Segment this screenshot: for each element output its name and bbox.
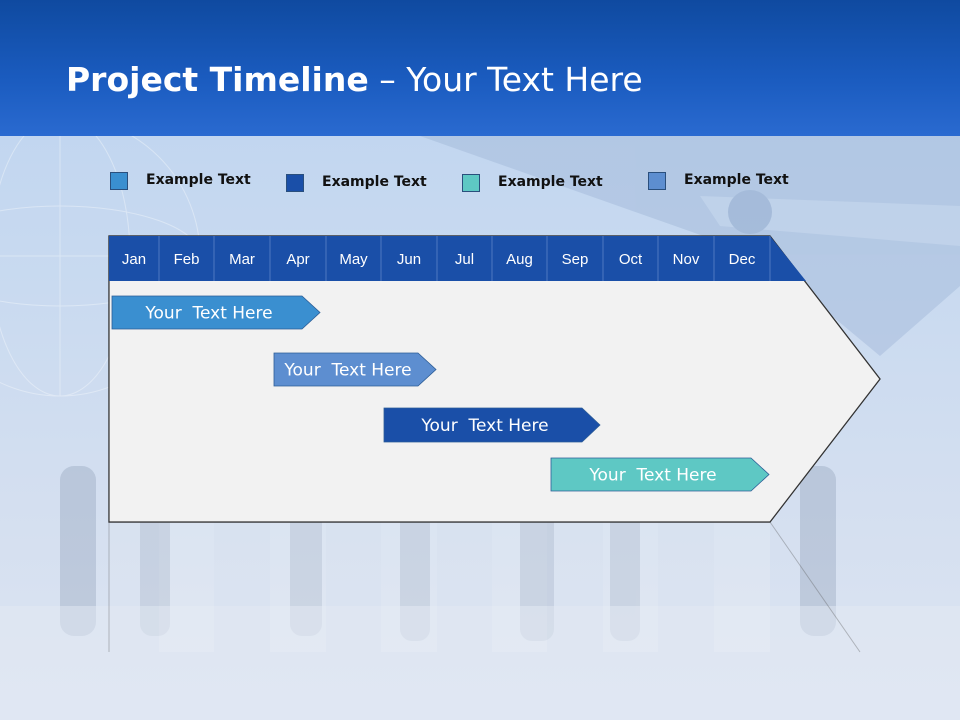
month-label-jun: Jun bbox=[397, 251, 421, 268]
legend-swatch-2 bbox=[286, 174, 304, 192]
reflection-column bbox=[159, 522, 214, 652]
month-label-apr: Apr bbox=[286, 251, 309, 268]
reflection-column bbox=[547, 522, 603, 652]
month-label-aug: Aug bbox=[506, 251, 533, 268]
month-label-oct: Oct bbox=[619, 251, 643, 268]
month-label-mar: Mar bbox=[229, 251, 255, 268]
month-header: Jan Feb Mar Apr May Jun Jul Aug Sep Oct Nov Dec bbox=[109, 236, 806, 281]
reflection-column bbox=[603, 522, 658, 652]
task-bar-label: Your Text Here bbox=[144, 304, 272, 324]
month-label-feb: Feb bbox=[174, 251, 200, 268]
task-bar-shape bbox=[550, 457, 770, 492]
legend-label-1: Example Text bbox=[146, 172, 251, 188]
timeline-reflection bbox=[108, 521, 861, 653]
month-header-band bbox=[109, 236, 806, 281]
legend-swatch-4 bbox=[648, 172, 666, 190]
month-label-jan: Jan bbox=[122, 251, 146, 268]
legend-label-4: Example Text bbox=[684, 172, 789, 188]
month-label-dec: Dec bbox=[729, 251, 756, 268]
title-rest: – Your Text Here bbox=[368, 60, 643, 99]
task-bar-1: Your Text Here bbox=[111, 295, 321, 330]
page-title: Project Timeline – Your Text Here bbox=[66, 60, 643, 99]
task-bar-label: Your Text Here bbox=[283, 361, 411, 381]
reflection-column bbox=[437, 522, 492, 652]
month-label-nov: Nov bbox=[673, 251, 700, 268]
legend-swatch-3 bbox=[462, 174, 480, 192]
task-bar-label: Your Text Here bbox=[588, 466, 716, 486]
month-label-sep: Sep bbox=[562, 251, 589, 268]
task-bar-2: Your Text Here bbox=[273, 352, 437, 387]
title-banner: Project Timeline – Your Text Here bbox=[0, 0, 960, 136]
legend-label-2: Example Text bbox=[322, 174, 427, 190]
task-bar-shape bbox=[111, 295, 321, 330]
reflection-column bbox=[658, 522, 714, 652]
task-bar-label: Your Text Here bbox=[420, 416, 548, 436]
reflection-column bbox=[326, 522, 381, 652]
month-label-jul: Jul bbox=[455, 251, 474, 268]
reflection-column bbox=[381, 522, 437, 652]
task-bar-shape bbox=[383, 407, 601, 443]
reflection-column bbox=[270, 522, 326, 652]
reflection-column bbox=[214, 522, 270, 652]
reflection-column bbox=[109, 522, 159, 652]
legend-label-3: Example Text bbox=[498, 174, 603, 190]
task-bar-shape bbox=[273, 352, 437, 387]
reflection-edge bbox=[108, 521, 861, 653]
title-bold: Project Timeline bbox=[66, 60, 369, 99]
month-label-may: May bbox=[339, 251, 368, 268]
task-bar-4: Your Text Here bbox=[550, 457, 770, 492]
legend-swatch-1 bbox=[110, 172, 128, 190]
reflection-column bbox=[714, 522, 770, 652]
task-bar-3: Your Text Here bbox=[383, 407, 601, 443]
reflection-column bbox=[492, 522, 547, 652]
